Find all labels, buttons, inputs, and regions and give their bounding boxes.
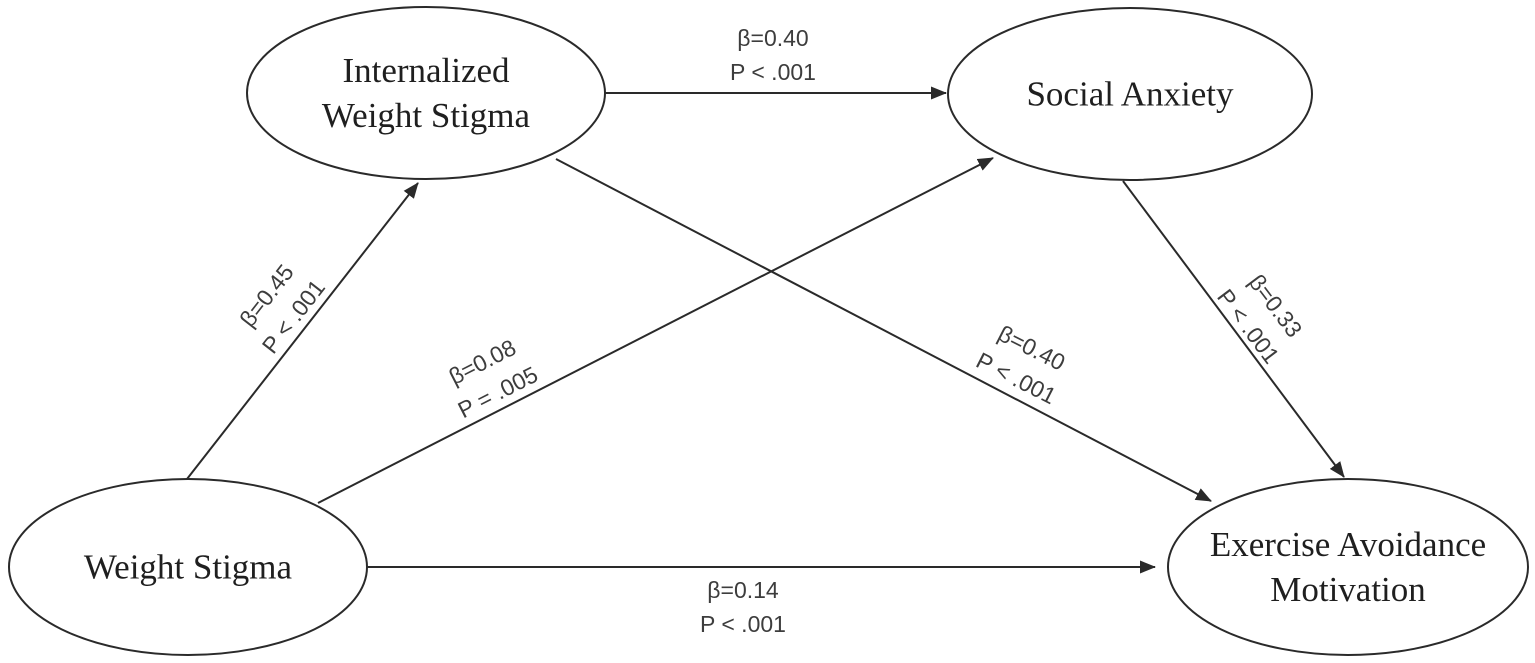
edge-weight-stigma-to-social-anxiety: β=0.08P = .005 [317, 157, 994, 504]
node-weight-stigma: Weight Stigma [8, 478, 368, 656]
edge-internalized-weight-stigma-to-exercise-avoidance-motivation: β=0.40P < .001 [555, 158, 1212, 502]
edge-weight-stigma-to-internalized-weight-stigma: β=0.45P < .001 [186, 182, 419, 480]
edge-arrow-weight-stigma-to-internalized-weight-stigma [186, 182, 419, 480]
node-ellipse-internalized-weight-stigma [246, 6, 606, 180]
edge-arrow-weight-stigma-to-social-anxiety [317, 157, 994, 504]
node-label-social-anxiety: Social Anxiety [1026, 75, 1234, 114]
edge-arrow-social-anxiety-to-exercise-avoidance-motivation [1122, 180, 1345, 478]
edge-label-internalized-weight-stigma-to-exercise-avoidance-motivation: β=0.40P < .001 [972, 317, 1076, 409]
edge-label-weight-stigma-to-internalized-weight-stigma: β=0.45P < .001 [230, 254, 330, 359]
edge-social-anxiety-to-exercise-avoidance-motivation: β=0.33P < .001 [1122, 180, 1345, 478]
node-label-weight-stigma: Weight Stigma [84, 548, 293, 587]
edge-arrow-internalized-weight-stigma-to-exercise-avoidance-motivation [555, 158, 1212, 502]
edge-label-social-anxiety-to-exercise-avoidance-motivation: β=0.33P < .001 [1212, 264, 1312, 369]
node-social-anxiety: Social Anxiety [947, 7, 1313, 181]
node-ellipse-exercise-avoidance-motivation [1167, 478, 1529, 656]
node-ellipse-social-anxiety [947, 7, 1313, 181]
edge-label-weight-stigma-to-social-anxiety: β=0.08P = .005 [438, 331, 542, 423]
